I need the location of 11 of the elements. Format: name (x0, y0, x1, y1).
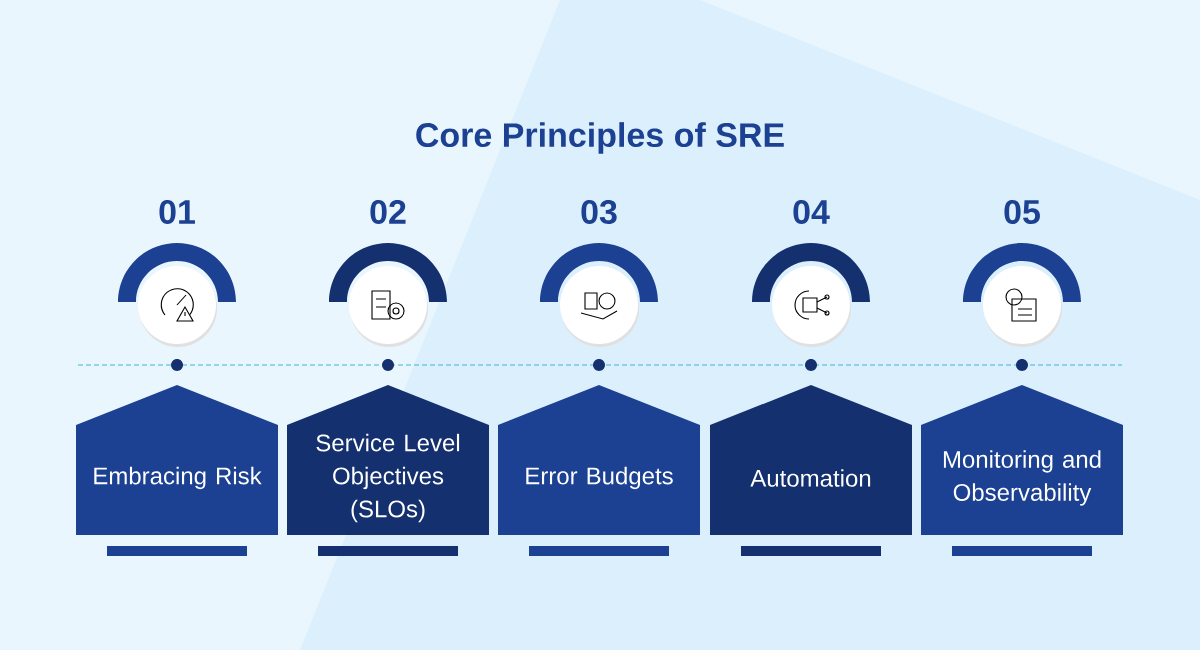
step-number: 05 (1004, 199, 1040, 225)
principle-box: Embracing Risk (76, 385, 278, 535)
step-number: 02 (370, 199, 406, 225)
principle-box: Error Budgets (498, 385, 700, 535)
title: Core Principles of SRE (416, 122, 784, 154)
principle-box: Monitoring and Observability (921, 385, 1123, 535)
principle-box: Service Level Objectives (SLOs) (287, 385, 489, 535)
step-number: 03 (581, 199, 617, 225)
step-number: 01 (159, 199, 195, 225)
step-number: 04 (793, 199, 830, 225)
principle-box: Automation (710, 385, 912, 535)
